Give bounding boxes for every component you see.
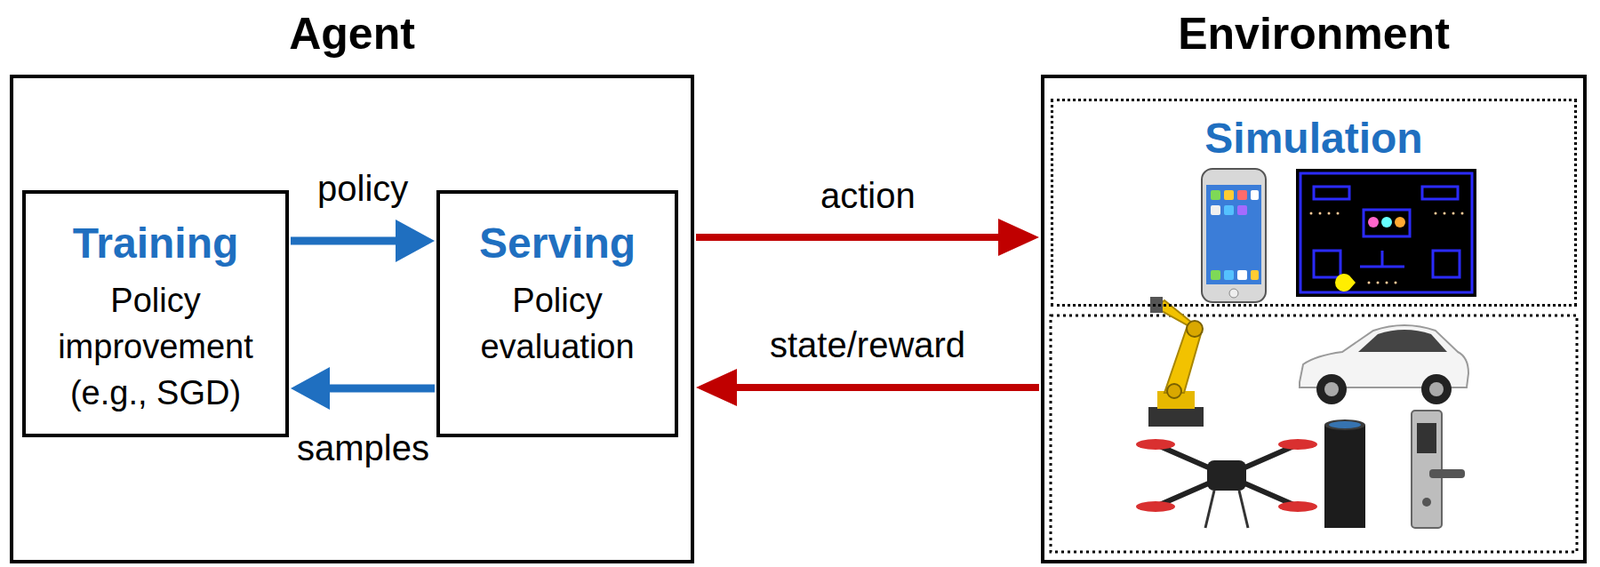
arrow-shaft	[735, 384, 1040, 392]
arrow-head	[998, 218, 1040, 256]
door-lock-icon	[1411, 410, 1465, 528]
box-title: Simulation	[1053, 112, 1575, 166]
box-body: Policy evaluation	[447, 277, 668, 370]
arrow-shaft	[696, 233, 1000, 241]
edge-label: policy	[313, 168, 412, 209]
box-body: Policy improvement (e.g., SGD)	[32, 277, 279, 416]
car-icon	[1299, 325, 1469, 405]
arrow-head	[395, 219, 435, 263]
process-box: TrainingPolicy improvement (e.g., SGD)	[22, 190, 289, 438]
drone-icon	[1136, 439, 1318, 528]
arrow-connector	[290, 219, 435, 263]
arrow-shaft	[328, 384, 435, 393]
arrow-connector	[290, 367, 435, 410]
arrow-connector	[696, 218, 1040, 256]
box-title: Training	[72, 216, 240, 271]
pacman-icon	[1296, 168, 1477, 297]
edge-label: action	[816, 175, 920, 216]
arrow-head	[290, 367, 330, 410]
section-title: Environment	[1044, 7, 1584, 61]
arrow-connector	[696, 368, 1040, 407]
simulation-region: Simulation	[1050, 98, 1577, 307]
arrow-head	[696, 368, 737, 407]
section-title: Agent	[13, 7, 691, 61]
speaker-icon	[1324, 419, 1366, 528]
process-box: ServingPolicy evaluation	[436, 190, 679, 438]
arrow-shaft	[290, 237, 398, 246]
robot-arm-icon	[1148, 296, 1204, 427]
agent-box: AgentTrainingPolicy improvement (e.g., S…	[9, 74, 695, 564]
edge-label: samples	[293, 427, 433, 469]
environment-box: EnvironmentSimulation	[1040, 74, 1587, 564]
device-region	[1050, 315, 1577, 552]
phone-icon	[1201, 168, 1266, 303]
edge-label: state/reward	[766, 324, 969, 366]
box-title: Serving	[479, 216, 636, 271]
